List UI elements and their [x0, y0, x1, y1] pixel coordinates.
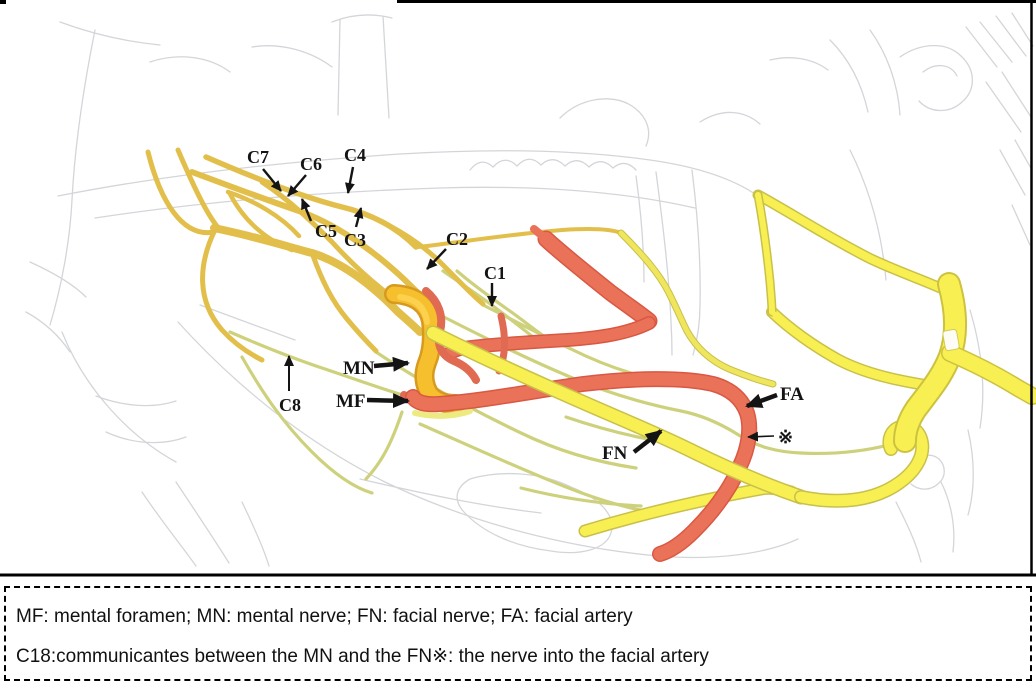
caption-line-2: C18:communicantes between the MN and the…: [16, 646, 709, 667]
label-reference-mark: ※: [778, 427, 793, 447]
label-c3: C3: [344, 230, 366, 250]
caption-box: MF: mental foramen; MN: mental nerve; FN…: [4, 586, 1032, 681]
label-mf: MF: [336, 391, 366, 412]
label-c2: C2: [446, 229, 468, 249]
label-c8: C8: [279, 395, 301, 415]
label-fn: FN: [602, 443, 628, 464]
facial-artery-main: [405, 371, 758, 562]
ochre-nerve-plexus: [145, 147, 623, 363]
facial-nerve-lower-band: [578, 481, 798, 538]
annotation-arrows: [262, 166, 778, 454]
label-c1: C1: [484, 263, 506, 283]
annotation-labels: C7 C6 C4 C5 C3 C2 C1 C8 MN MF FN FA ※: [247, 145, 804, 464]
label-c7: C7: [247, 147, 269, 167]
pencil-sketch-layer: [25, 12, 1034, 567]
mental-foramen-underglow: [412, 408, 473, 419]
anatomy-figure: C7 C6 C4 C5 C3 C2 C1 C8 MN MF FN FA ※: [0, 0, 1036, 577]
label-mn: MN: [343, 358, 375, 379]
caption-line-1: MF: mental foramen; MN: mental nerve; FN…: [16, 606, 633, 627]
label-c6: C6: [300, 154, 322, 174]
label-c5: C5: [315, 221, 337, 241]
label-fa: FA: [780, 384, 804, 405]
facial-nerve-bright: [425, 189, 1036, 508]
label-c4: C4: [344, 145, 366, 165]
figure-border: [0, 0, 1036, 577]
